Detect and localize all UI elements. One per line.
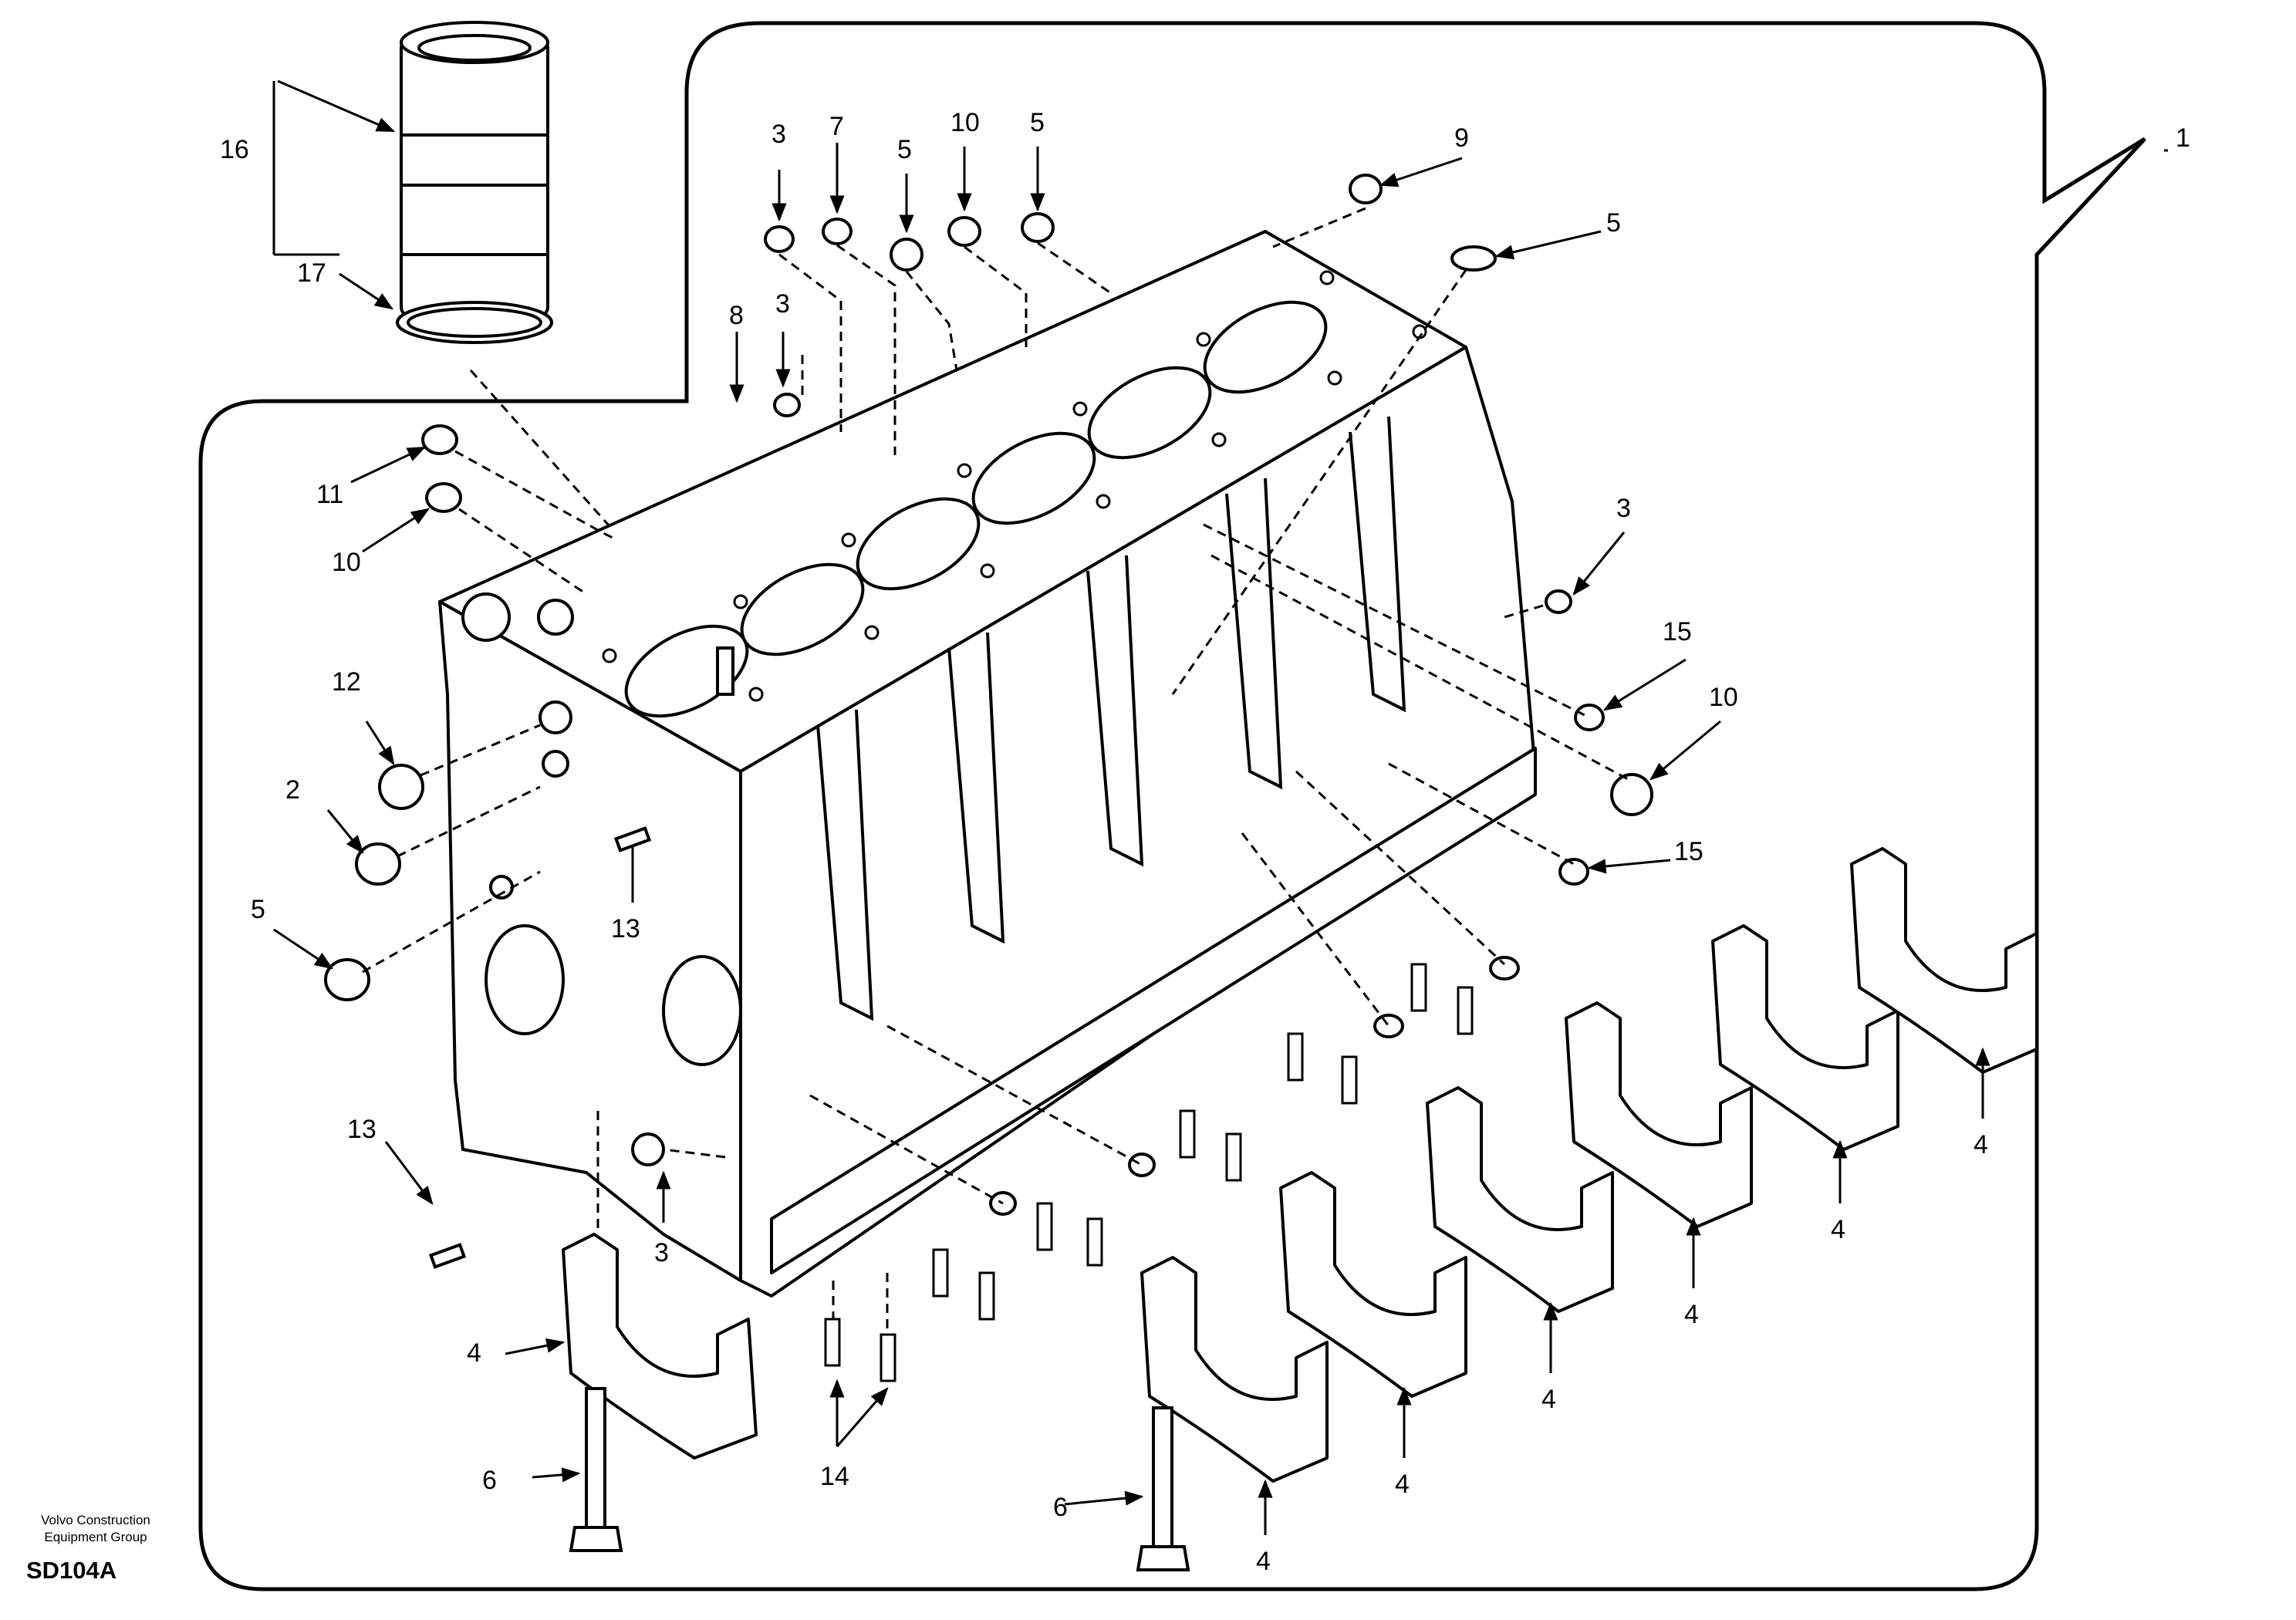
callout-4: 4 [1831, 1215, 1845, 1244]
callout-4: 4 [1395, 1470, 1410, 1499]
callout-4: 4 [1684, 1300, 1699, 1329]
callout-16: 16 [220, 135, 249, 164]
callout-2: 2 [285, 775, 300, 805]
assembly-boundary [198, 21, 2146, 1591]
callout-3: 3 [1616, 494, 1631, 523]
callout-10: 10 [1709, 683, 1738, 712]
callout-12: 12 [332, 667, 361, 697]
callout-5: 5 [1606, 208, 1621, 238]
callout-1: 1 [2176, 123, 2190, 153]
callout-6: 6 [1053, 1493, 1068, 1522]
brand-line-1: Volvo Construction [41, 1513, 150, 1527]
callout-3: 3 [772, 120, 786, 149]
callout-4: 4 [1541, 1385, 1556, 1414]
callout-11: 11 [316, 480, 343, 509]
brand-block: Volvo Construction Equipment Group [11, 1512, 181, 1546]
callout-9: 9 [1454, 123, 1469, 153]
callout-3: 3 [654, 1238, 669, 1267]
main-bearing-caps [562, 847, 2038, 1483]
brand-line-2: Equipment Group [44, 1530, 147, 1544]
callout-6: 6 [482, 1466, 497, 1495]
callout-17: 17 [297, 258, 326, 288]
engine-block [438, 230, 1537, 1298]
callout-7: 7 [829, 112, 844, 141]
callout-4: 4 [1974, 1130, 1988, 1159]
callout-5: 5 [897, 135, 912, 164]
callout-8: 8 [729, 301, 744, 330]
callout-leaders [273, 79, 2168, 1535]
main-bearing-bolts [569, 1387, 1190, 1571]
callout-14: 14 [820, 1462, 849, 1491]
front-face-openings [461, 592, 742, 1066]
assembly-dashed-lines [362, 207, 1629, 1335]
callout-5: 5 [1030, 108, 1045, 137]
cylinder-liner [396, 21, 553, 344]
callout-4: 4 [467, 1338, 481, 1368]
callout-5: 5 [251, 895, 265, 924]
block-side-ribs [816, 416, 1406, 1021]
callout-13: 13 [611, 914, 640, 943]
callout-15: 15 [1674, 837, 1703, 866]
cap-screws [824, 963, 1474, 1382]
callout-13: 13 [347, 1115, 376, 1144]
drawing-code: SD104A [26, 1557, 117, 1584]
callout-10: 10 [332, 548, 361, 577]
plugs-and-seals [324, 174, 1653, 1269]
callout-10: 10 [950, 108, 980, 137]
callout-15: 15 [1663, 617, 1692, 646]
callout-3: 3 [775, 289, 790, 319]
callout-4: 4 [1256, 1547, 1271, 1576]
